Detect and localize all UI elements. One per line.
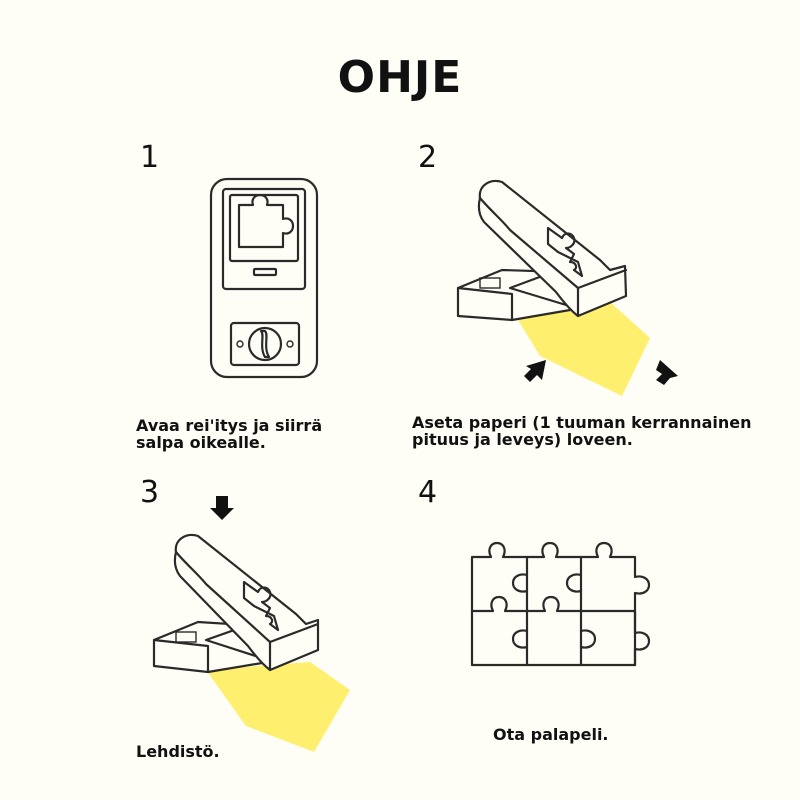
puzzle-piece-icon xyxy=(237,193,295,249)
arrow-down-icon xyxy=(210,496,234,520)
step-4-caption: Ota palapeli. xyxy=(493,725,609,744)
step-3-number: 3 xyxy=(140,475,160,510)
latch-icon xyxy=(259,329,271,359)
step-2-illustration-insert-paper xyxy=(456,179,678,396)
puzzle-piece-icon xyxy=(242,580,280,632)
step-2-number: 2 xyxy=(418,140,438,175)
paper-sheet xyxy=(206,662,350,752)
step-4-illustration-puzzle-grid xyxy=(470,541,651,667)
step-3-illustration-press xyxy=(152,496,350,752)
arrow-right-icon xyxy=(524,360,546,382)
step-1-number: 1 xyxy=(140,140,160,175)
arrow-left-icon xyxy=(656,360,678,385)
step-3-caption: Lehdistö. xyxy=(136,742,220,761)
puzzle-piece-icon xyxy=(546,226,584,278)
step-4-number: 4 xyxy=(418,475,438,510)
page-title: OHJE xyxy=(337,52,463,103)
paper-sheet xyxy=(512,302,650,396)
step-1-illustration-punch-top-view xyxy=(209,177,319,379)
